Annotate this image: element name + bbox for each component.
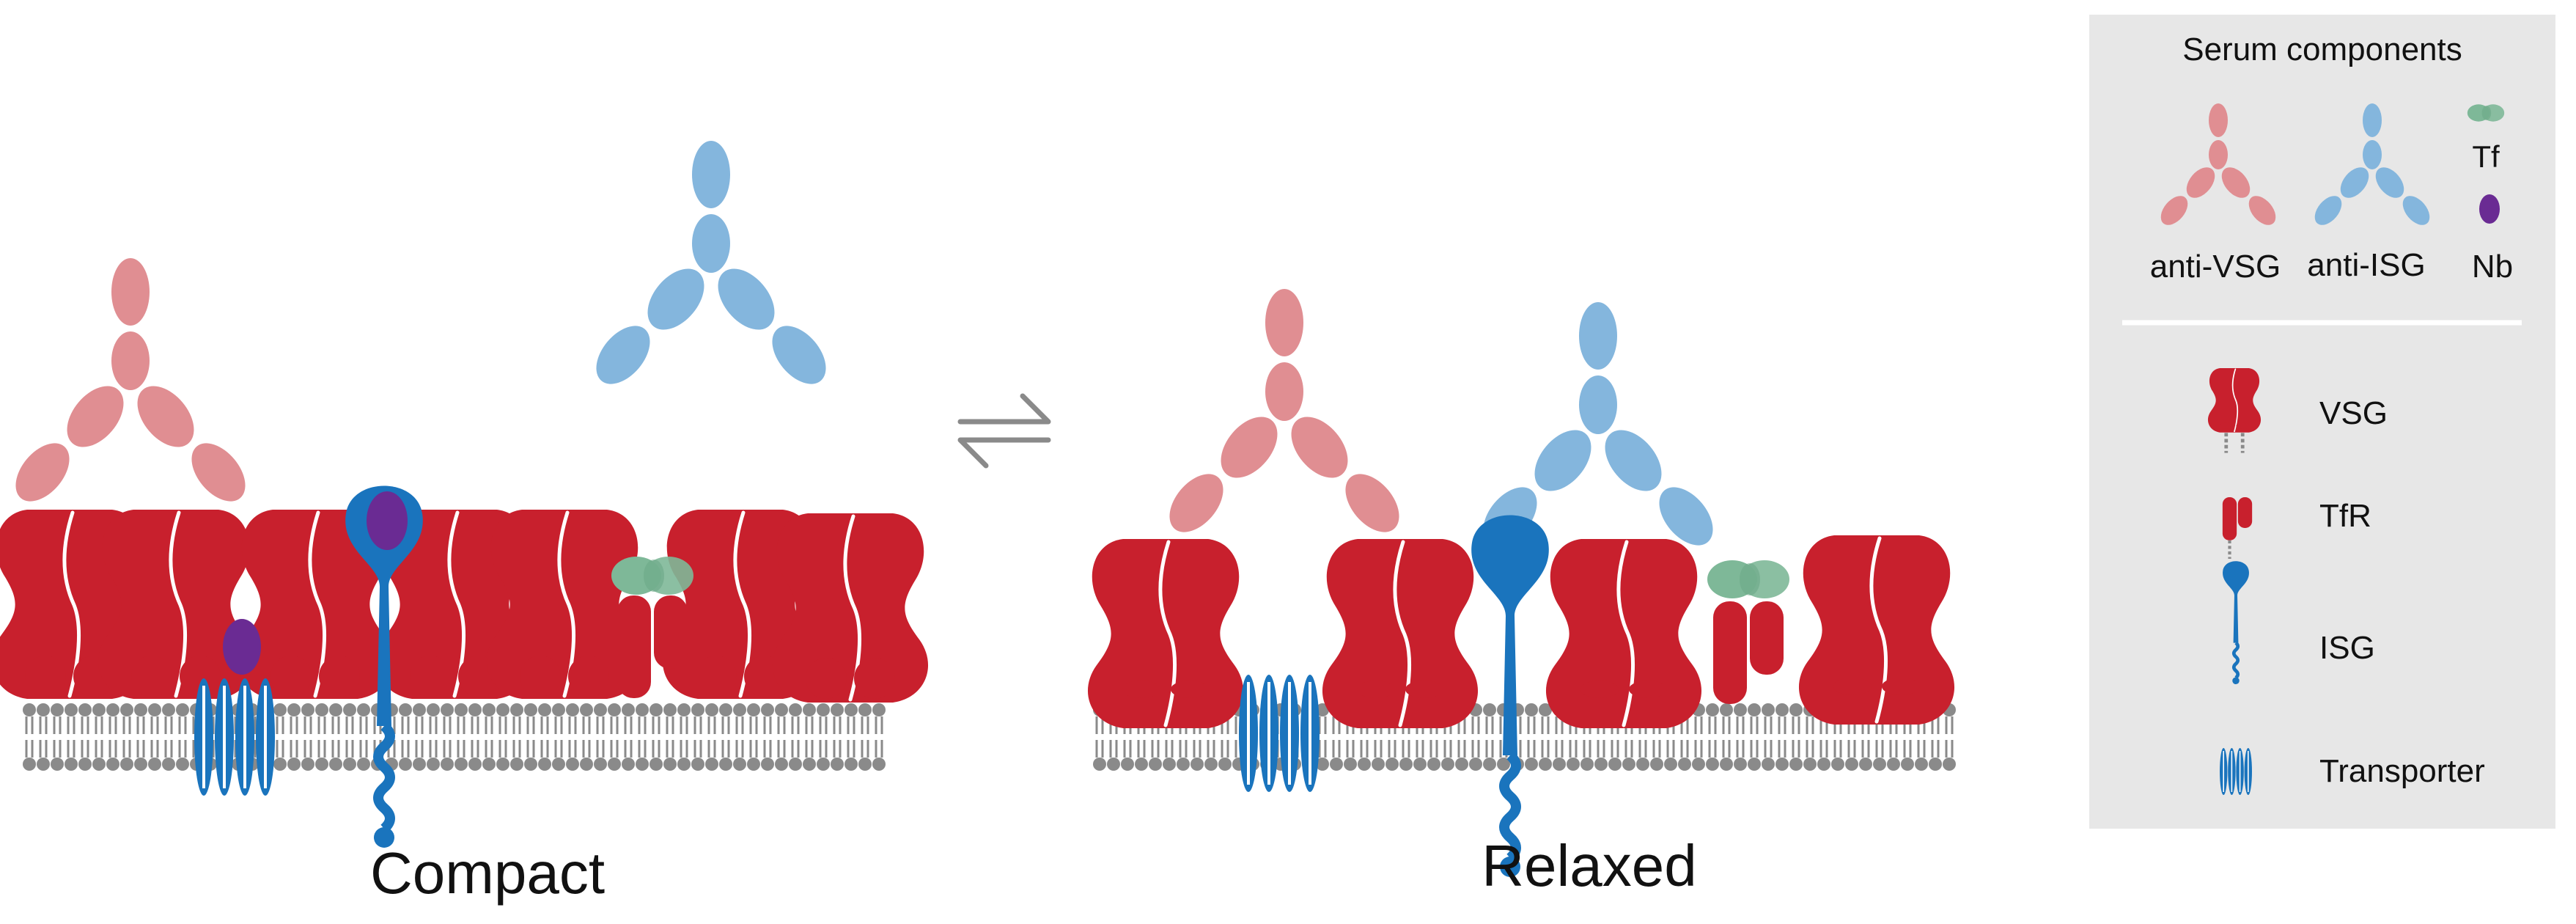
- transporter-icon: [1237, 673, 1321, 793]
- nanobody-icon: [223, 619, 261, 675]
- compact-label: Compact: [370, 840, 605, 906]
- nanobody-icon: [2479, 194, 2500, 224]
- anti-vsg-antibody-icon: [1158, 289, 1410, 543]
- equilibrium-arrows-icon: [957, 393, 1051, 469]
- legend-anti-isg-label: anti-ISG: [2307, 247, 2425, 283]
- transferrin-icon: [611, 557, 693, 595]
- nanobody-icon: [367, 491, 408, 550]
- legend-transporter-label: Transporter: [2319, 753, 2485, 789]
- compact-panel: Compact: [0, 141, 928, 906]
- legend-tf-label: Tf: [2472, 139, 2500, 174]
- vsg-dimer-icon: [2207, 367, 2262, 453]
- anti-isg-antibody-icon: [585, 141, 837, 395]
- transferrin-icon: [1707, 560, 1789, 598]
- anti-vsg-antibody-icon: [4, 258, 257, 512]
- legend-vsg-label: VSG: [2319, 395, 2388, 431]
- legend-title: Serum components: [2182, 32, 2462, 67]
- legend-isg-label: ISG: [2319, 630, 2375, 666]
- isg-icon: [1471, 516, 1549, 878]
- relaxed-panel: Relaxed: [1088, 289, 1956, 898]
- vsg-dimer-icon: [0, 510, 928, 703]
- transferrin-icon: [2467, 104, 2505, 122]
- transporter-icon: [193, 677, 276, 797]
- relaxed-label: Relaxed: [1482, 833, 1697, 898]
- legend-panel: Serum components Tf anti-VSG anti-ISG Nb…: [2089, 15, 2555, 829]
- legend-tfr-label: TfR: [2319, 498, 2371, 534]
- legend-anti-vsg-label: anti-VSG: [2150, 249, 2281, 285]
- legend-nb-label: Nb: [2472, 249, 2513, 285]
- tfr-icon: [1713, 601, 1784, 704]
- lipid-bilayer-icon: [23, 703, 886, 771]
- tfr-icon: [2222, 497, 2253, 560]
